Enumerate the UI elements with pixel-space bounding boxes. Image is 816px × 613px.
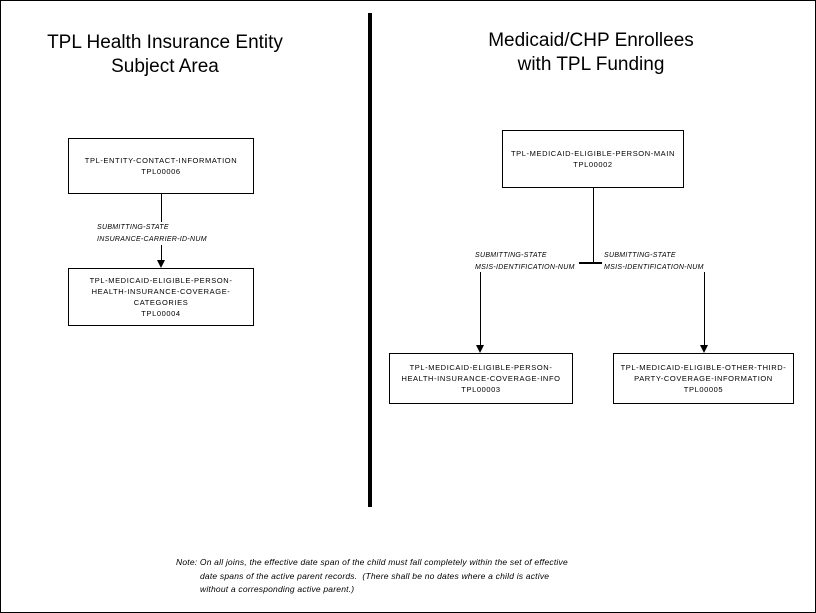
relationship-label-line2: MSIS-IDENTIFICATION-NUM <box>475 263 575 271</box>
connector-tbar-right <box>579 262 606 264</box>
arrowhead-icon <box>700 345 708 353</box>
entity-name-line: TPL-MEDICAID-ELIGIBLE-PERSON- <box>89 276 233 285</box>
right-panel-title: Medicaid/CHP Enrollees with TPL Funding <box>459 29 723 77</box>
left-panel-title: TPL Health Insurance Entity Subject Area <box>34 31 296 79</box>
entity-name-line: HEALTH-INSURANCE-COVERAGE- <box>91 287 231 296</box>
entity-id-line: TPL00004 <box>141 309 181 318</box>
join-effective-date-note: Note: On all joins, the effective date s… <box>176 556 596 597</box>
right-panel-title-line1: Medicaid/CHP Enrollees <box>488 30 694 51</box>
entity-name-line: TPL-MEDICAID-ELIGIBLE-PERSON-MAIN <box>511 149 675 158</box>
left-panel-title-line2: Subject Area <box>111 56 219 77</box>
panel-divider-line <box>368 13 372 507</box>
note-line2: date spans of the active parent records.… <box>200 570 550 581</box>
relationship-label-line1: SUBMITTING-STATE <box>604 252 676 259</box>
arrowhead-icon <box>476 345 484 353</box>
relationship-label-line1: SUBMITTING-STATE <box>475 252 547 259</box>
entity-name-line: TPL-MEDICAID-ELIGIBLE-PERSON- <box>409 363 553 372</box>
relationship-label-right-a: SUBMITTING-STATE MSIS-IDENTIFICATION-NUM <box>473 250 577 273</box>
entity-name-line: PARTY-COVERAGE-INFORMATION <box>634 374 773 383</box>
entity-name-line: TPL-ENTITY-CONTACT-INFORMATION <box>84 156 238 165</box>
connector-branch-right <box>704 272 705 345</box>
relationship-label-right-b: SUBMITTING-STATE MSIS-IDENTIFICATION-NUM <box>602 250 706 273</box>
entity-box-tpl-coverage-categories: TPL-MEDICAID-ELIGIBLE-PERSON- HEALTH-INS… <box>68 268 254 326</box>
relationship-label-left: SUBMITTING-STATE INSURANCE-CARRIER-ID-NU… <box>95 222 209 245</box>
entity-id-line: TPL00006 <box>141 167 181 176</box>
right-panel-title-line2: with TPL Funding <box>517 54 665 75</box>
entity-box-tpl-person-main: TPL-MEDICAID-ELIGIBLE-PERSON-MAIN TPL000… <box>502 130 684 188</box>
entity-box-tpl-entity-contact-information: TPL-ENTITY-CONTACT-INFORMATION TPL00006 <box>68 138 254 194</box>
left-panel-title-line1: TPL Health Insurance Entity <box>47 32 283 53</box>
entity-id-line: TPL00005 <box>683 385 724 394</box>
connector-stem-right <box>593 188 594 263</box>
relationship-label-line2: MSIS-IDENTIFICATION-NUM <box>604 263 704 271</box>
entity-name-line: TPL-MEDICAID-ELIGIBLE-OTHER-THIRD- <box>620 363 787 372</box>
entity-name-line: CATEGORIES <box>133 298 189 307</box>
entity-name-line: HEALTH-INSURANCE-COVERAGE-INFO <box>401 374 561 383</box>
relationship-label-line2: INSURANCE-CARRIER-ID-NUM <box>97 235 207 243</box>
entity-id-line: TPL00002 <box>573 160 613 169</box>
entity-box-tpl-other-third-party: TPL-MEDICAID-ELIGIBLE-OTHER-THIRD- PARTY… <box>613 353 794 404</box>
note-line3: without a corresponding active parent.) <box>200 584 355 594</box>
entity-id-line: TPL00003 <box>461 385 501 394</box>
arrowhead-icon <box>157 260 165 268</box>
note-line1: Note: On all joins, the effective date s… <box>176 557 568 567</box>
relationship-label-line1: SUBMITTING-STATE <box>97 224 169 231</box>
connector-branch-left <box>480 272 481 345</box>
entity-box-tpl-coverage-info: TPL-MEDICAID-ELIGIBLE-PERSON- HEALTH-INS… <box>389 353 573 404</box>
